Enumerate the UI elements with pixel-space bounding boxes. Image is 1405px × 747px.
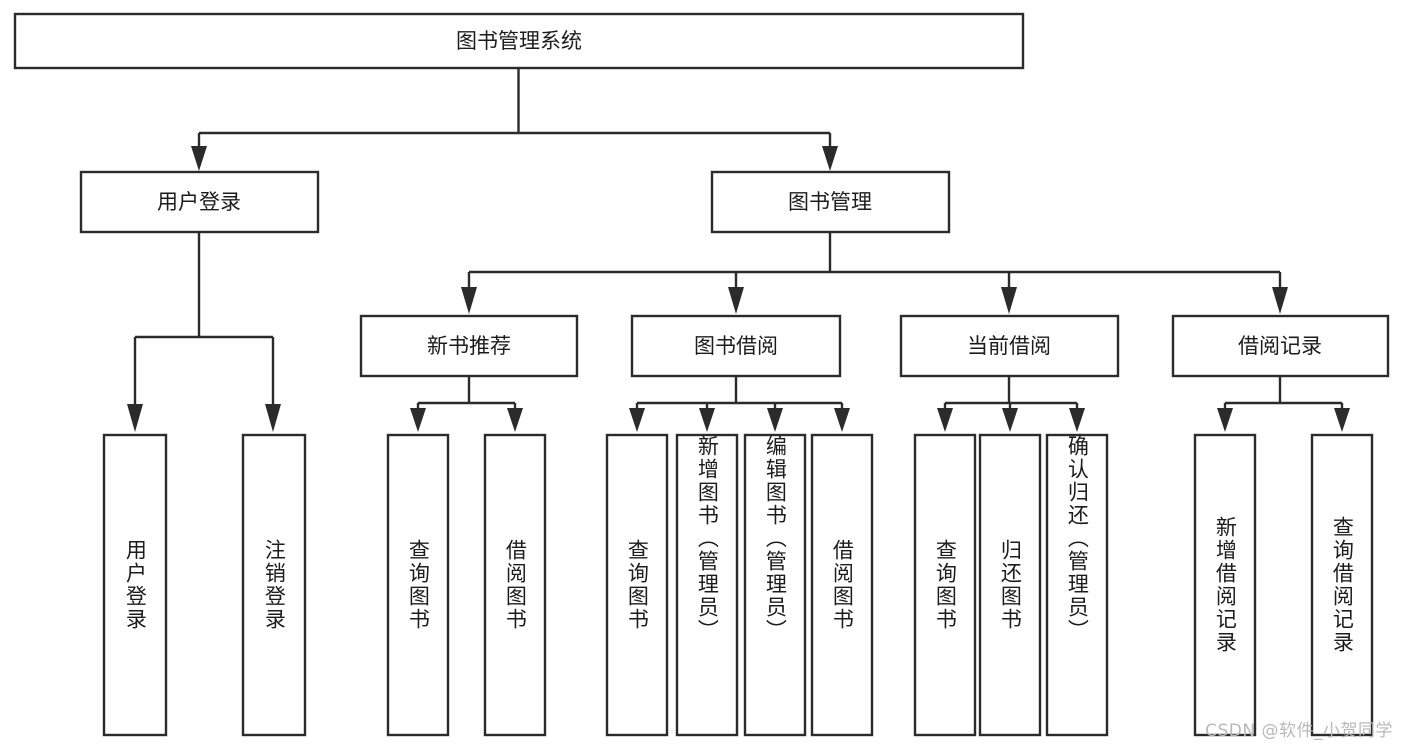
node-leaf-user-logout-box[interactable] — [241, 433, 307, 737]
node-book-borrow[interactable]: 图书借阅 — [630, 314, 842, 378]
node-user-login-box[interactable] — [79, 170, 320, 234]
arrow-head-icon — [1069, 408, 1085, 432]
node-new-book-recommend-label: 新书推荐 — [427, 334, 511, 358]
arrow-head-icon — [127, 404, 143, 432]
arrow-head-icon — [461, 287, 477, 314]
node-leaf-add-record-box[interactable] — [1193, 433, 1257, 737]
node-leaf-user-login[interactable] — [102, 433, 168, 737]
node-leaf-confirm-return[interactable] — [1045, 433, 1109, 737]
node-leaf-query-record-box[interactable] — [1310, 433, 1374, 737]
node-leaf-add-book-box[interactable] — [675, 433, 739, 737]
arrow-head-icon — [937, 408, 953, 432]
node-borrow-record-box[interactable] — [1171, 314, 1390, 378]
node-book-manage[interactable]: 图书管理 — [710, 170, 951, 234]
arrow-head-icon — [265, 404, 281, 432]
node-leaf-edit-book-box[interactable] — [743, 433, 807, 737]
node-new-book-recommend-box[interactable] — [359, 314, 579, 378]
node-leaf-return-book-box[interactable] — [978, 433, 1042, 737]
arrow-head-icon — [1002, 408, 1018, 432]
arrow-head-icon — [1272, 287, 1288, 314]
node-leaf-add-record[interactable] — [1193, 433, 1257, 737]
connector-book-borrow-to-leaves — [629, 376, 850, 432]
node-leaf-borrow-book-2[interactable] — [810, 433, 874, 737]
arrow-head-icon — [834, 408, 850, 432]
connector-book-manage-to-level2 — [461, 232, 1288, 314]
csdn-watermark: CSDN @软件_小贺同学 — [1205, 721, 1393, 741]
arrow-head-icon — [1334, 408, 1350, 432]
node-leaf-query-book-2[interactable] — [605, 433, 669, 737]
node-borrow-record[interactable]: 借阅记录 — [1171, 314, 1390, 378]
node-new-book-recommend[interactable]: 新书推荐 — [359, 314, 579, 378]
node-current-borrow[interactable]: 当前借阅 — [899, 314, 1120, 378]
node-book-borrow-box[interactable] — [630, 314, 842, 378]
arrow-head-icon — [1001, 287, 1017, 314]
connector-user-login-to-leaves — [127, 232, 281, 432]
arrow-head-icon — [699, 408, 715, 432]
arrow-head-icon — [728, 287, 744, 314]
node-leaf-return-book[interactable] — [978, 433, 1042, 737]
node-leaf-borrow-book-1[interactable] — [483, 433, 547, 737]
node-root-box[interactable] — [13, 12, 1025, 70]
arrow-head-icon — [507, 408, 523, 432]
node-leaf-query-book-3[interactable] — [913, 433, 977, 737]
arrow-head-icon — [1217, 408, 1233, 432]
node-current-borrow-label: 当前借阅 — [967, 334, 1051, 358]
connector-current-borrow-to-leaves — [937, 376, 1085, 432]
arrow-head-icon — [629, 408, 645, 432]
arrow-head-icon — [410, 408, 426, 432]
node-leaf-query-book-3-box[interactable] — [913, 433, 977, 737]
node-borrow-record-label: 借阅记录 — [1238, 334, 1322, 358]
node-book-borrow-label: 图书借阅 — [694, 334, 778, 358]
node-leaf-user-logout[interactable] — [241, 433, 307, 737]
connector-borrow-record-to-leaves — [1217, 376, 1350, 432]
node-leaf-query-book-2-box[interactable] — [605, 433, 669, 737]
node-leaf-query-record[interactable] — [1310, 433, 1374, 737]
arrow-head-icon — [191, 146, 207, 171]
connector-new-book-recommend-to-leaves — [410, 376, 523, 432]
node-current-borrow-box[interactable] — [899, 314, 1120, 378]
node-leaf-borrow-book-2-box[interactable] — [810, 433, 874, 737]
node-leaf-confirm-return-box[interactable] — [1045, 433, 1109, 737]
node-user-login-label: 用户登录 — [157, 190, 241, 214]
node-leaf-add-book[interactable] — [675, 433, 739, 737]
node-root-label: 图书管理系统 — [456, 29, 582, 53]
node-leaf-borrow-book-1-box[interactable] — [483, 433, 547, 737]
node-root[interactable]: 图书管理系统 — [13, 12, 1025, 70]
node-book-manage-label: 图书管理 — [788, 190, 872, 214]
node-leaf-query-book-1[interactable] — [386, 433, 450, 737]
node-leaf-query-book-1-box[interactable] — [386, 433, 450, 737]
node-book-manage-box[interactable] — [710, 170, 951, 234]
node-leaf-user-login-box[interactable] — [102, 433, 168, 737]
arrow-head-icon — [767, 408, 783, 432]
node-user-login[interactable]: 用户登录 — [79, 170, 320, 234]
arrow-head-icon — [822, 146, 838, 171]
connector-root-to-level1 — [191, 68, 838, 171]
node-leaf-edit-book[interactable] — [743, 433, 807, 737]
